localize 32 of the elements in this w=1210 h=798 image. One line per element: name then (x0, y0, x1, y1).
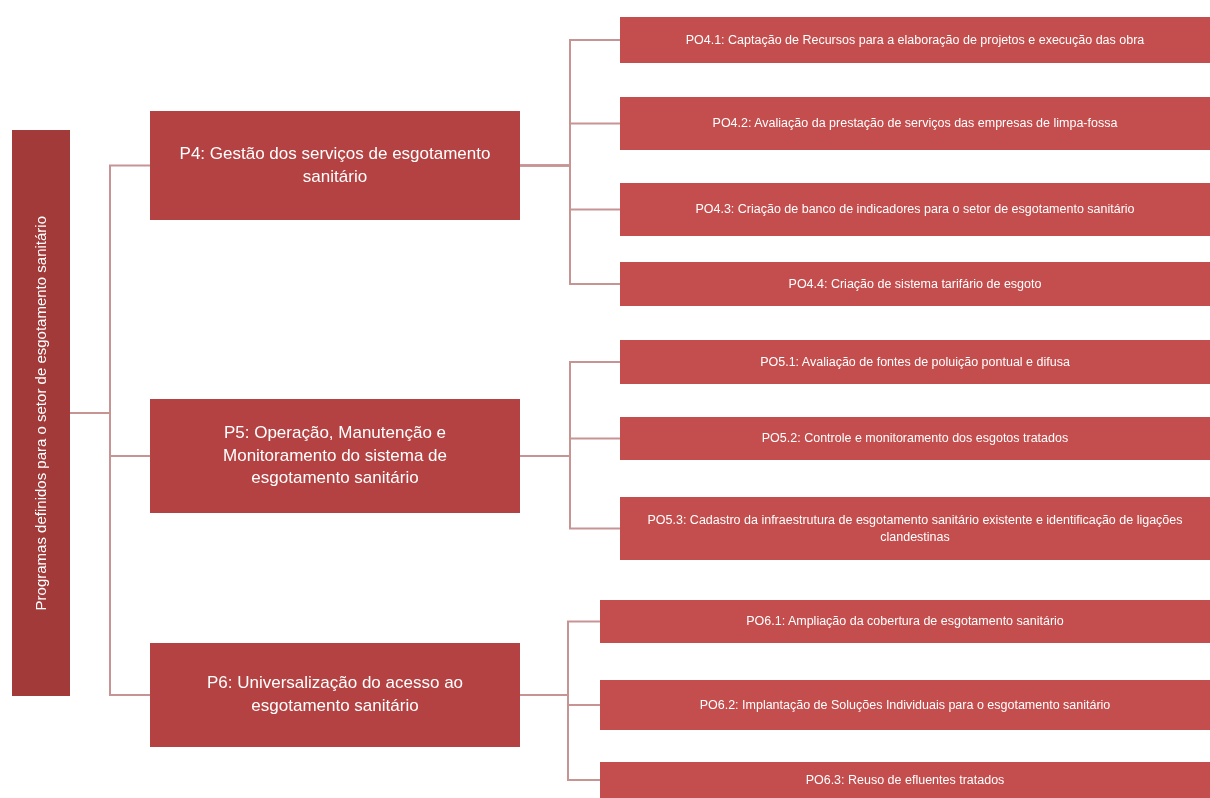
connector-line (519, 164, 621, 285)
node-label: PO6.2: Implantação de Soluções Individuais para o esgotamento sanitário (699, 696, 1111, 714)
objective-box (620, 262, 1210, 306)
objective-box (620, 497, 1210, 560)
objective-box (600, 762, 1210, 798)
objective-box (620, 97, 1210, 150)
objective-box (620, 183, 1210, 236)
objective-box (620, 17, 1210, 63)
node-label: P4: Gestão dos serviços de esgotamento sanitário (178, 142, 492, 188)
node-label: PO4.3: Criação de banco de indicadores para o setor de esgotamento sanitário (695, 201, 1135, 218)
program-box (150, 111, 520, 220)
objective-box (620, 417, 1210, 460)
node-label: PO4.1: Captação de Recursos para a elaboração de projetos e execução das obra (685, 31, 1145, 49)
connector-line (519, 694, 601, 781)
connector-line (519, 455, 621, 530)
node-label: PO5.1: Avaliação de fontes de poluição pontual e difusa (760, 353, 1070, 371)
node-label: PO6.1: Ampliação da cobertura de esgotamento sanitário (746, 613, 1064, 630)
node-label: PO4.4: Criação de sistema tarifário de esgoto (788, 275, 1042, 293)
objective-box (600, 680, 1210, 730)
root-program-box (12, 130, 70, 696)
node-label: PO5.2: Controle e monitoramento dos esgotos tratados (761, 430, 1069, 447)
program-box (150, 643, 520, 747)
node-label: P5: Operação, Manutenção e Monitoramento do sistema de esgotamento sanitário (222, 421, 448, 490)
connector-line (69, 412, 151, 696)
node-label: Programas definidos para o setor de esgotamento sanitário (30, 215, 50, 611)
objective-box (600, 600, 1210, 643)
node-label: P6: Universalização do acesso ao esgotamento sanitário (205, 672, 465, 717)
objective-box (620, 340, 1210, 384)
node-label: PO6.3: Reuso de efluentes tratados (805, 771, 1005, 789)
node-label: PO4.2: Avaliação da prestação de serviços das empresas de limpa-fossa (712, 115, 1118, 132)
program-box (150, 399, 520, 513)
node-label: PO5.3: Cadastro da infraestrutura de esgotamento sanitário existente e identificação de ligações clandestinas (646, 512, 1184, 545)
